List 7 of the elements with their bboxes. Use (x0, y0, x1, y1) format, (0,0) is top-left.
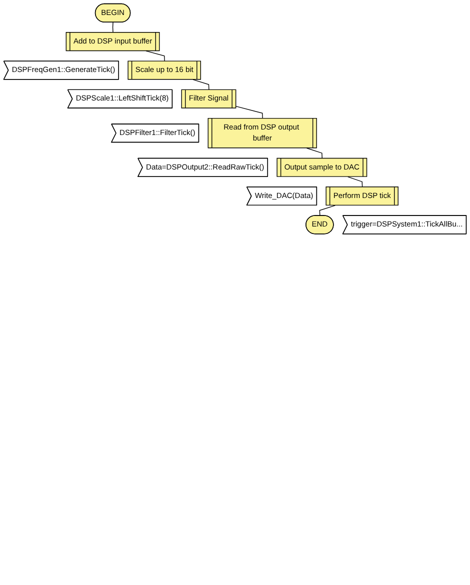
connector (236, 106, 263, 119)
connector (347, 176, 363, 188)
connector (192, 79, 210, 90)
connector (146, 50, 165, 62)
connector (112, 22, 114, 33)
connector (306, 148, 322, 159)
connector (319, 205, 336, 216)
